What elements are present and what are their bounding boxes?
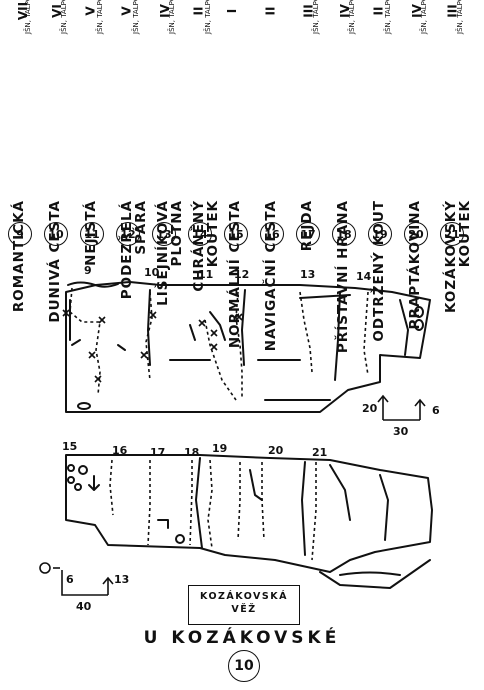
route-number: 16 (260, 222, 284, 246)
route-number: 21 (440, 222, 464, 246)
page-number: 10 (228, 650, 260, 682)
tower-label-line2: VĚŽ (231, 604, 257, 615)
route-marker-16: 16 (112, 444, 128, 457)
route-marker-18: 18 (184, 446, 200, 459)
route-number: 9 (8, 222, 32, 246)
top-rock-face (65, 281, 431, 413)
bottom-route-lines (109, 459, 317, 561)
dim-left-bottom: 6 (66, 573, 74, 586)
dim-left: 20 (362, 402, 378, 415)
top-route-lines (69, 287, 369, 401)
route-marker-17: 17 (150, 446, 166, 459)
page-title: U KOZÁKOVSKÉ (143, 628, 341, 648)
route-number: 11 (80, 222, 104, 246)
route-number: 17 (296, 222, 320, 246)
route-marker-15: 15 (62, 440, 78, 453)
dim-width: 30 (393, 425, 409, 438)
tower-label: KOZÁKOVSKÁ VĚŽ (188, 585, 300, 625)
dim-width-bottom: 40 (76, 600, 92, 613)
route-marker-21: 21 (312, 446, 328, 459)
route-number: 12 (116, 222, 140, 246)
route-number: 15 (224, 222, 248, 246)
route-marker-11: 11 (198, 268, 214, 281)
route-marker-14: 14 (356, 270, 372, 283)
top-dimension-arrows (377, 394, 426, 421)
route-number: 10 (44, 222, 68, 246)
route-marker-10: 10 (144, 266, 160, 279)
bottom-dimension-arrows (39, 562, 114, 596)
route-marker-19: 19 (212, 442, 228, 455)
route-number: 14 (188, 222, 212, 246)
route-marker-20: 20 (268, 444, 284, 457)
tower-label-line1: KOZÁKOVSKÁ (200, 591, 288, 602)
dim-right-bottom: 13 (114, 573, 130, 586)
route-marker-12: 12 (234, 268, 250, 281)
route-number: 19 (368, 222, 392, 246)
route-marker-9: 9 (84, 264, 92, 277)
dim-right: 6 (432, 404, 440, 417)
bottom-rock-face (65, 454, 433, 589)
route-number: 18 (332, 222, 356, 246)
route-marker-13: 13 (300, 268, 316, 281)
top-crosses (62, 309, 243, 383)
route-number: 13 (152, 222, 176, 246)
route-number: 20 (404, 222, 428, 246)
